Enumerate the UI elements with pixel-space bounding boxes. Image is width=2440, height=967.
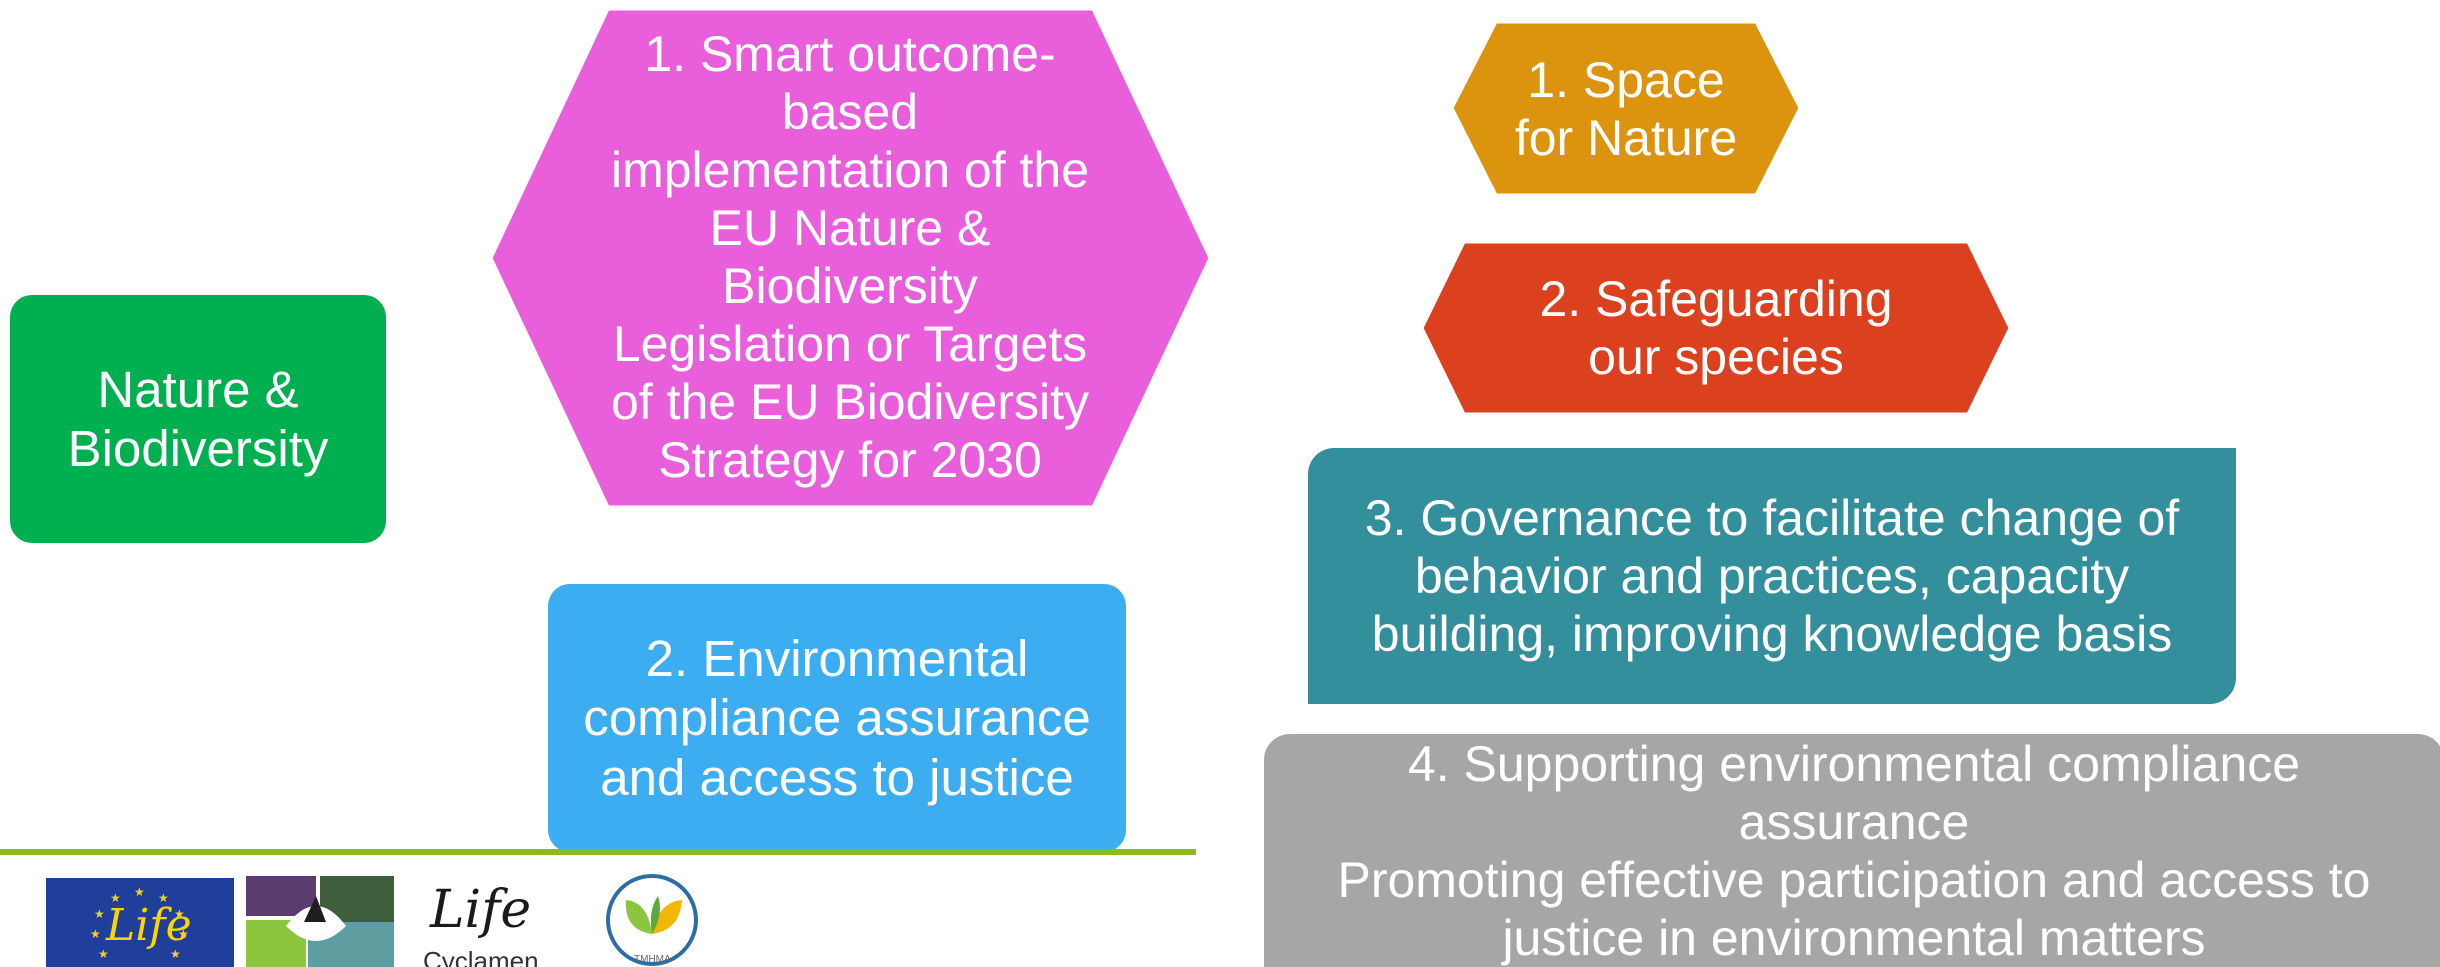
footer-separator-line — [0, 849, 1196, 855]
life-cyclamen-logo: Life Cyclamen — [418, 880, 578, 967]
life-cyclamen-logo-life: Life — [430, 880, 532, 940]
cyclamen-collage-icon — [246, 876, 394, 967]
supporting-compliance-label: 4. Supporting environmental compliance a… — [1337, 736, 2371, 966]
nature-biodiversity-box: Nature & Biodiversity — [10, 295, 386, 543]
svg-text:★: ★ — [134, 885, 145, 899]
tmima-leaf-icon — [606, 874, 698, 966]
eu-stars-icon: ★ ★ ★ ★ ★ ★ ★ ★ ★ — [90, 885, 189, 961]
safeguarding-species-text-area: 2. Safeguarding our species — [1466, 240, 1966, 416]
supporting-compliance-box: 4. Supporting environmental compliance a… — [1264, 734, 2440, 967]
cyclamen-image-logo — [246, 876, 394, 967]
safeguarding-species-label: 2. Safeguarding our species — [1539, 271, 1893, 385]
smart-implementation-label: 1. Smart outcome- based implementation o… — [610, 26, 1090, 488]
smart-implementation-hexagon — [489, 7, 1212, 509]
svg-text:★: ★ — [90, 927, 101, 941]
space-for-nature-text-area: 1. Space for Nature — [1490, 20, 1762, 197]
svg-text:★: ★ — [110, 891, 121, 905]
governance-box: 3. Governance to facilitate change of be… — [1308, 448, 2236, 704]
nature-biodiversity-label: Nature & Biodiversity — [67, 360, 329, 477]
space-for-nature-hexagon — [1450, 20, 1802, 197]
svg-text:★: ★ — [94, 907, 105, 921]
governance-label: 3. Governance to facilitate change of be… — [1364, 490, 2180, 662]
tmima-logo: TMHMA — [604, 870, 704, 967]
eu-life-logo-text: Life — [106, 900, 192, 951]
svg-text:★: ★ — [170, 947, 181, 961]
smart-implementation-text-area: 1. Smart outcome- based implementation o… — [560, 26, 1140, 488]
environmental-compliance-box: 2. Environmental compliance assurance an… — [548, 584, 1126, 852]
svg-text:★: ★ — [174, 907, 185, 921]
life-cyclamen-logo-name: Cyclamen — [423, 946, 539, 967]
svg-text:★: ★ — [178, 927, 189, 941]
svg-text:★: ★ — [158, 891, 169, 905]
eu-life-logo: ★ ★ ★ ★ ★ ★ ★ ★ ★ Life — [46, 878, 234, 967]
environmental-compliance-label: 2. Environmental compliance assurance an… — [583, 630, 1091, 806]
safeguarding-species-hexagon — [1420, 240, 2012, 416]
tmima-logo-text: TMHMA — [634, 954, 671, 965]
space-for-nature-label: 1. Space for Nature — [1514, 51, 1738, 166]
svg-text:★: ★ — [98, 947, 109, 961]
